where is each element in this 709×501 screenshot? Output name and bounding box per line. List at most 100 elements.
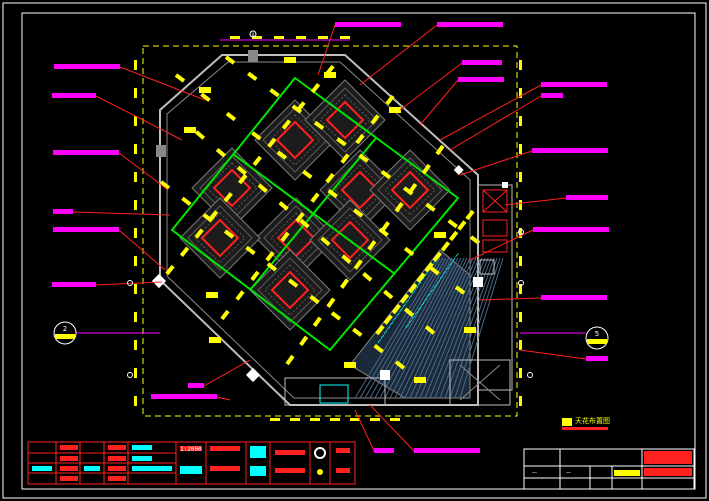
legend-swatch	[108, 456, 126, 461]
sheet-inner-frame	[21, 12, 696, 490]
light-fixture	[236, 165, 247, 176]
light-fixture	[325, 172, 335, 184]
leader-line	[479, 297, 542, 301]
panel-ring	[334, 164, 386, 216]
legend-swatch	[32, 466, 52, 471]
light-fixture	[284, 57, 296, 63]
light-fixture	[448, 230, 459, 242]
panel-ring	[324, 214, 376, 266]
light-fixture	[209, 337, 221, 343]
leader-line	[119, 66, 206, 101]
light-fixture	[440, 241, 451, 252]
title-block: 一 一	[523, 448, 695, 490]
light-fixture	[421, 163, 431, 175]
legend-swatch	[108, 445, 126, 450]
dim-tick-bottom	[270, 418, 280, 421]
light-fixture	[174, 73, 186, 83]
legend-swatch	[250, 446, 266, 458]
hatch-line	[424, 257, 483, 399]
light-fixture	[403, 246, 415, 257]
dim-tick-left	[134, 60, 137, 70]
light-fixture	[295, 212, 305, 223]
callout-labels	[52, 22, 609, 453]
light-fixture	[291, 104, 303, 114]
legend-swatch	[132, 466, 172, 471]
callout-bar	[437, 22, 503, 27]
light-fixture	[320, 236, 331, 247]
light-fixture	[287, 278, 299, 288]
leader-line	[419, 79, 459, 126]
title-block-label-left: 一	[532, 471, 537, 477]
legend-swatch	[180, 466, 202, 474]
light-fixtures	[159, 55, 481, 383]
legend-swatch	[108, 476, 126, 481]
light-fixture	[447, 219, 458, 229]
panel-inner-square	[330, 220, 370, 260]
leader-line	[519, 349, 587, 360]
dim-tick-left	[134, 228, 137, 238]
leader-line	[459, 150, 533, 176]
light-fixture	[266, 262, 278, 272]
light-fixture	[267, 137, 277, 148]
light-fixture	[326, 297, 336, 308]
light-fixture	[330, 311, 342, 321]
light-fixture	[310, 83, 321, 94]
leader-line	[118, 229, 166, 271]
light-fixture	[383, 314, 393, 325]
dim-tick-left	[134, 312, 137, 322]
light-fixture	[340, 278, 350, 289]
dim-tick-bottom	[370, 418, 380, 421]
light-fixture	[402, 186, 414, 196]
leader-line	[72, 211, 171, 216]
dim-tick-left	[134, 172, 137, 182]
callout-bar	[586, 356, 608, 361]
panel-ring	[270, 212, 322, 264]
light-fixture	[367, 240, 377, 251]
light-fixture	[352, 327, 363, 337]
dim-tick-left	[134, 396, 137, 406]
panel-ring	[269, 114, 321, 166]
panel-ring	[384, 164, 436, 216]
dim-tick-left	[134, 340, 137, 350]
light-fixture	[380, 169, 392, 180]
light-fixture	[208, 210, 219, 221]
light-fixture	[278, 201, 289, 211]
floor-outline-inner	[166, 61, 471, 399]
light-fixture	[220, 309, 230, 321]
light-fixture	[370, 114, 380, 125]
panel-inner-square	[212, 168, 252, 208]
light-fixture	[414, 377, 426, 383]
grid-axis-right: 5	[520, 326, 609, 350]
light-fixture	[434, 232, 446, 238]
axis-label-left: 2	[63, 325, 67, 333]
panel-inner-square	[325, 100, 365, 140]
dim-tick-right	[519, 200, 522, 210]
legend-table: 1:2000	[27, 441, 356, 485]
light-fixture	[235, 290, 245, 301]
callout-bar	[533, 227, 609, 232]
light-fixture	[344, 362, 356, 368]
light-fixture	[416, 272, 426, 283]
hatch-line	[404, 257, 471, 399]
legend-swatch	[180, 446, 202, 451]
dim-tick-right	[519, 396, 522, 406]
dim-tick-right	[519, 256, 522, 266]
light-fixture	[403, 307, 415, 318]
leader-line	[504, 197, 567, 206]
light-fixture	[429, 266, 440, 276]
callout-bar	[52, 93, 96, 98]
callout-bar	[414, 448, 480, 453]
light-fixture	[159, 180, 171, 190]
light-fixture	[202, 213, 213, 223]
legend-swatch	[210, 446, 240, 451]
gear-icon	[314, 447, 326, 459]
light-fixture	[250, 270, 260, 282]
dim-tick-right	[519, 368, 522, 378]
light-fixture	[302, 169, 313, 179]
light-fixture	[327, 189, 338, 199]
dim-tick-left	[134, 116, 137, 126]
service-rooms	[284, 184, 513, 406]
leader-line	[354, 409, 375, 452]
light-fixture	[340, 153, 350, 164]
hatch-line	[419, 257, 480, 399]
